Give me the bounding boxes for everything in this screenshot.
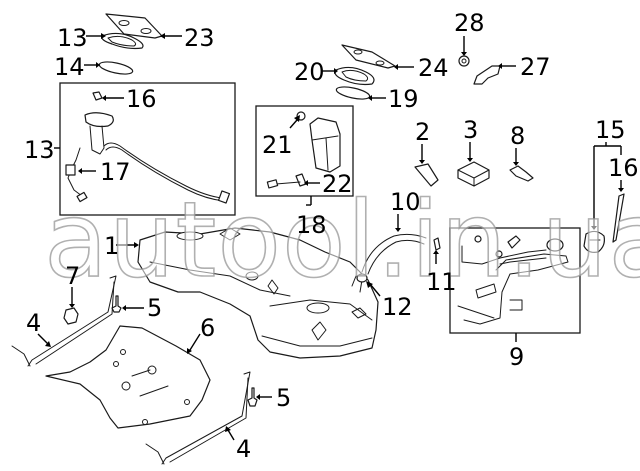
bracket-8[interactable] — [509, 165, 534, 182]
callout-21[interactable]: 19 — [388, 85, 419, 113]
cap-tether-14[interactable] — [612, 193, 625, 243]
callout-12[interactable]: 12 — [382, 293, 413, 321]
callout-1[interactable]: 1 — [104, 232, 119, 260]
callout-3[interactable]: 3 — [463, 116, 478, 144]
callout-24[interactable]: 22 — [322, 170, 353, 198]
strap-4-left[interactable] — [11, 275, 117, 367]
callout-13[interactable]: 15 — [595, 116, 626, 144]
callout-16[interactable]: 14 — [54, 53, 85, 81]
gasket-25[interactable] — [105, 13, 163, 39]
callout-10[interactable]: 10 — [390, 188, 421, 216]
bolt-5-upper[interactable] — [111, 295, 122, 313]
connector-18[interactable] — [92, 91, 103, 101]
strap-4-right[interactable] — [145, 371, 251, 465]
callout-25[interactable]: 23 — [184, 24, 215, 52]
grommet-12[interactable] — [356, 273, 368, 283]
callout-23[interactable]: 21 — [262, 131, 293, 159]
callout-28[interactable]: 28 — [454, 9, 485, 37]
callout-17[interactable]: 13 — [57, 24, 88, 52]
insulator-pad-2[interactable] — [414, 163, 439, 187]
callout-4-right[interactable]: 4 — [236, 435, 251, 463]
lock-ring-22[interactable] — [334, 66, 375, 86]
fuel-pump-module-15[interactable] — [84, 112, 231, 204]
callout-9[interactable]: 9 — [509, 343, 524, 371]
box-20 — [255, 105, 354, 197]
hose-clamp-11[interactable] — [433, 237, 441, 251]
sub-pump-20[interactable] — [309, 117, 341, 173]
foam-block-3[interactable] — [457, 161, 490, 187]
callout-14[interactable]: 16 — [608, 154, 639, 182]
callout-6[interactable]: 6 — [200, 314, 215, 342]
fuel-cap-13[interactable] — [583, 230, 605, 253]
o-ring-21[interactable] — [335, 85, 371, 102]
box-15 — [59, 82, 236, 216]
callout-5-lower[interactable]: 5 — [276, 384, 291, 412]
heat-shield-6[interactable] — [45, 325, 211, 429]
o-ring-16[interactable] — [98, 60, 134, 77]
box-9 — [449, 227, 581, 334]
callout-4-left[interactable]: 4 — [26, 309, 41, 337]
leaders — [37, 33, 624, 441]
callout-26[interactable]: 24 — [418, 54, 449, 82]
bolt-5-lower[interactable] — [247, 387, 258, 407]
watermark: autool.in.ua — [44, 179, 640, 301]
callout-27[interactable]: 27 — [520, 53, 551, 81]
fuel-level-sender-24[interactable] — [266, 173, 307, 189]
callout-7[interactable]: 7 — [65, 262, 80, 290]
filler-pipe-9[interactable] — [457, 235, 569, 325]
callout-15[interactable]: 13 — [24, 136, 55, 164]
lock-ring-17[interactable] — [101, 32, 144, 50]
callout-5-upper[interactable]: 5 — [147, 294, 162, 322]
callout-8[interactable]: 8 — [510, 122, 525, 150]
callout-22[interactable]: 20 — [294, 58, 325, 86]
callout-11[interactable]: 11 — [426, 268, 457, 296]
grommet-28[interactable] — [458, 55, 470, 67]
connector-bracket-27[interactable] — [473, 65, 501, 85]
callout-labels: 13 23 14 16 13 17 20 24 19 21 22 18 28 2… — [24, 9, 639, 463]
callout-2[interactable]: 2 — [415, 118, 430, 146]
callout-18[interactable]: 16 — [126, 85, 157, 113]
callout-19[interactable]: 17 — [100, 158, 131, 186]
gasket-26[interactable] — [341, 44, 396, 69]
callout-20[interactable]: 18 — [296, 211, 327, 239]
nut-7[interactable] — [63, 307, 79, 325]
fuel-level-sender-19[interactable] — [65, 147, 88, 203]
vent-hose-10[interactable] — [361, 233, 427, 275]
